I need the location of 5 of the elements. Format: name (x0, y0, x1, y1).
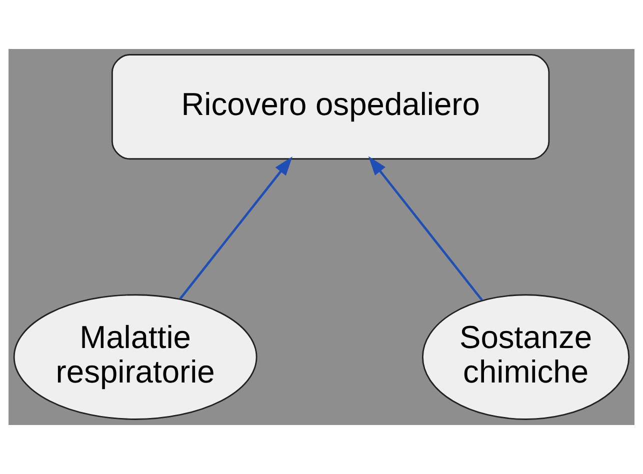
node-box: Ricovero ospedaliero (111, 54, 550, 160)
node-ellipse: Malattie respiratorie (13, 294, 258, 420)
node-ellipse: Sostanze chimiche (422, 294, 630, 420)
arrow (179, 156, 292, 300)
arrow (368, 156, 483, 301)
